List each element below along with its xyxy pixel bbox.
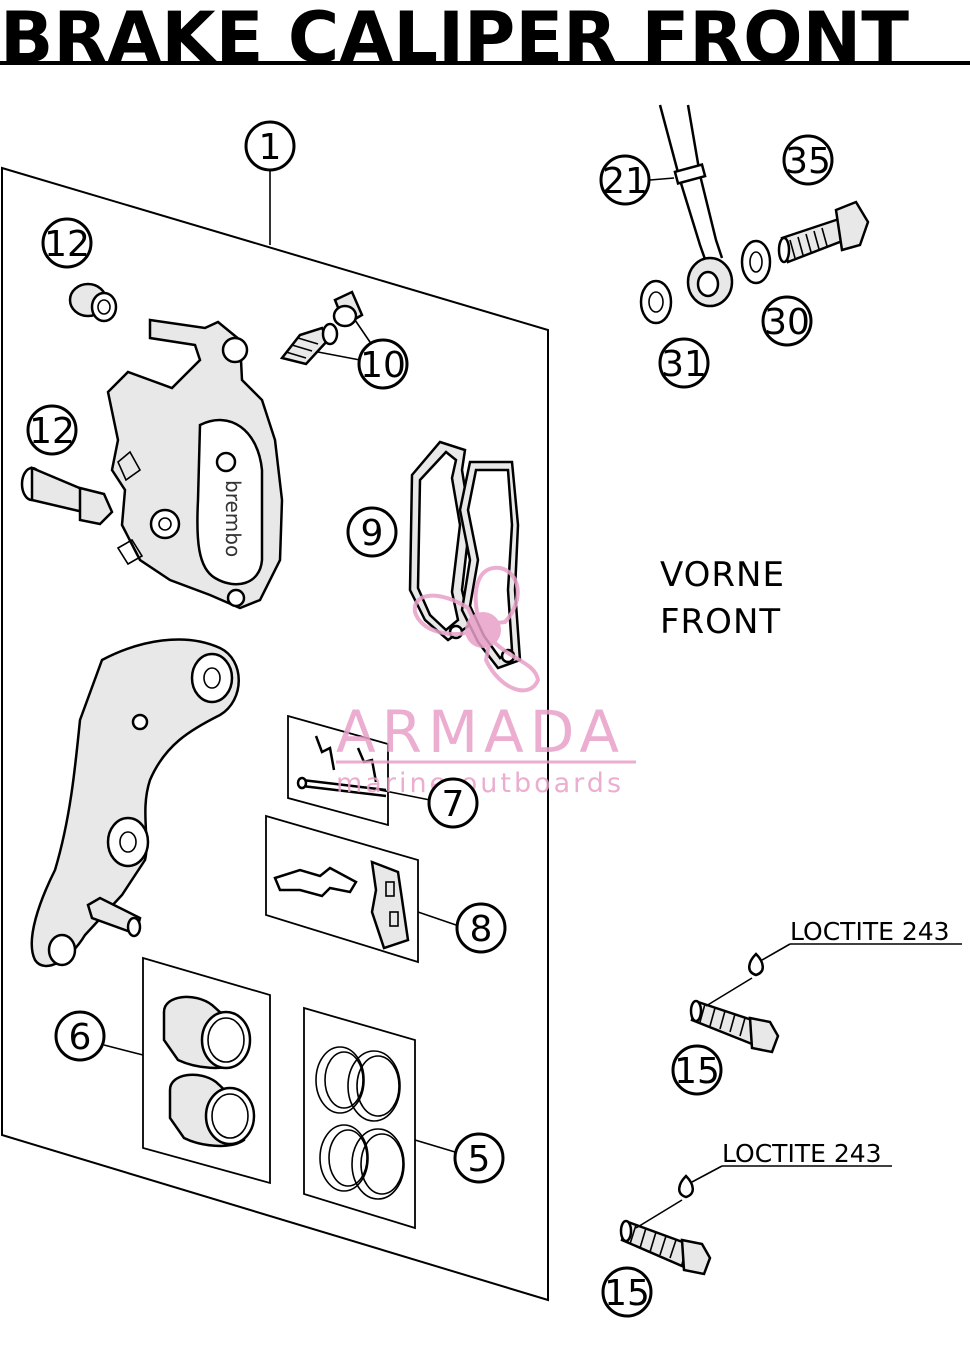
callout-12-top-number: 12 bbox=[44, 224, 90, 265]
screw-15-lower-part bbox=[619, 1219, 712, 1276]
callout-7-number: 7 bbox=[442, 784, 465, 825]
callout-15-upper-number: 15 bbox=[674, 1051, 720, 1092]
callout-21-number: 21 bbox=[602, 161, 648, 202]
orientation-label-front: FRONT bbox=[660, 602, 781, 642]
callout-35: 35 bbox=[782, 134, 834, 186]
callout-8: 8 bbox=[455, 902, 507, 954]
caliper-kit-panel bbox=[0, 166, 549, 1302]
leader-10b bbox=[354, 319, 373, 346]
leader-drop-to-screw-upper bbox=[705, 977, 753, 1007]
callout-9-number: 9 bbox=[361, 513, 384, 554]
callout-5-number: 5 bbox=[468, 1139, 491, 1180]
leader-loctite-lower bbox=[691, 1165, 723, 1183]
callout-30: 30 bbox=[761, 295, 813, 347]
callout-10: 10 bbox=[357, 338, 409, 390]
callout-31: 31 bbox=[658, 337, 710, 389]
callout-12-left: 12 bbox=[26, 404, 78, 456]
callout-1-number: 1 bbox=[259, 127, 282, 168]
leader-loctite-upper bbox=[761, 943, 791, 961]
leader-8 bbox=[417, 911, 457, 926]
leader-7 bbox=[379, 789, 431, 801]
leader-5 bbox=[414, 1139, 456, 1153]
brake-caliper-body bbox=[106, 318, 284, 610]
screw-15-upper-part bbox=[689, 999, 780, 1054]
callout-12-top: 12 bbox=[41, 217, 93, 269]
watermark-main-text: ARMADA bbox=[336, 698, 625, 766]
callout-10-number: 10 bbox=[360, 345, 406, 386]
watermark-sub-text: marine outboards bbox=[336, 768, 624, 799]
loctite-label-upper: LOCTITE 243 bbox=[790, 917, 950, 946]
caliper-bracket-part bbox=[30, 638, 240, 968]
callout-8-number: 8 bbox=[470, 909, 493, 950]
loctite-drop-lower bbox=[678, 1174, 694, 1199]
leader-10a bbox=[317, 351, 361, 361]
callout-15-upper: 15 bbox=[671, 1044, 723, 1096]
caliper-bolt-part bbox=[20, 466, 114, 526]
callout-9: 9 bbox=[346, 506, 398, 558]
orientation-label-vorne: VORNE bbox=[660, 555, 785, 595]
washer-30-part bbox=[740, 239, 772, 285]
banjo-bolt-part bbox=[777, 200, 870, 264]
bleeder-cap-part bbox=[332, 290, 364, 328]
callout-12-left-number: 12 bbox=[29, 411, 75, 452]
washer-31-part bbox=[639, 279, 673, 325]
callout-6-number: 6 bbox=[69, 1017, 92, 1058]
callout-21: 21 bbox=[599, 154, 651, 206]
callout-6: 6 bbox=[54, 1010, 106, 1062]
bushing-part bbox=[68, 282, 118, 323]
loctite-label-lower: LOCTITE 243 bbox=[722, 1139, 882, 1168]
callout-35-number: 35 bbox=[785, 141, 831, 182]
leader-6 bbox=[103, 1044, 144, 1056]
caliper-brand-label: brembo bbox=[221, 480, 245, 557]
callout-30-number: 30 bbox=[764, 302, 810, 343]
callout-15-lower: 15 bbox=[601, 1266, 653, 1318]
page-title: BRAKE CALIPER FRONT bbox=[0, 0, 909, 79]
callout-1: 1 bbox=[244, 120, 296, 172]
pistons-kit-part bbox=[142, 956, 271, 1185]
leader-21 bbox=[649, 177, 675, 181]
leader-drop-to-screw-lower bbox=[635, 1199, 683, 1229]
watermark: ARMADA marine outboards bbox=[336, 565, 636, 799]
pin-spring-kit-part bbox=[287, 714, 389, 827]
callout-31-number: 31 bbox=[661, 344, 707, 385]
callout-5: 5 bbox=[453, 1132, 505, 1184]
piston-seals-kit-part bbox=[303, 1006, 416, 1230]
watermark-propeller-icon bbox=[412, 565, 541, 693]
brake-line-part bbox=[658, 104, 734, 308]
callout-15-lower-number: 15 bbox=[604, 1273, 650, 1314]
callout-7: 7 bbox=[427, 777, 479, 829]
bleeder-screw-part bbox=[279, 322, 339, 366]
loctite-drop-upper bbox=[748, 952, 764, 977]
pad-spring-kit-part bbox=[265, 814, 419, 964]
